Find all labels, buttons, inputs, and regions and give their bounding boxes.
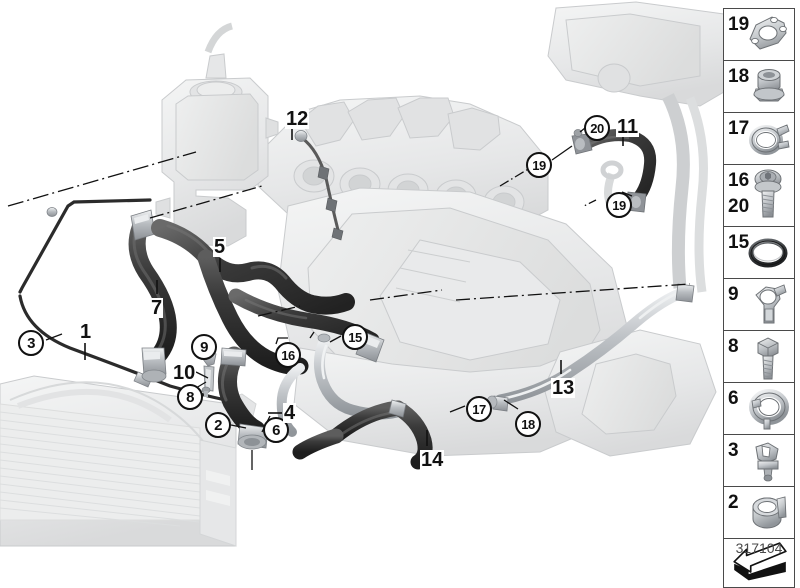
pipe-bracket-clip-icon <box>744 279 792 330</box>
callout-bubble-9[interactable]: 9 <box>191 334 217 360</box>
legend-cell-17[interactable]: 17 <box>724 113 794 165</box>
part-number-label-10: 10 <box>172 362 197 384</box>
callout-bubble-6[interactable]: 6 <box>263 417 289 443</box>
part-number-label-14: 14 <box>420 449 445 471</box>
legend-number-2: 2 <box>728 492 739 513</box>
part-7-hose-collar-top <box>130 209 156 241</box>
callout-bubble-19[interactable]: 19 <box>526 152 552 178</box>
part-number-label-7: 7 <box>150 297 164 319</box>
legend-cell-8[interactable]: 8 <box>724 331 794 383</box>
gasket-flange-icon <box>744 9 792 60</box>
part-number-label-5: 5 <box>213 236 227 258</box>
ghost-radiator <box>0 375 257 547</box>
part-13-end-fitting <box>675 283 695 303</box>
part-number-label-12: 12 <box>285 108 310 130</box>
part-number-label-13: 13 <box>551 377 576 399</box>
legend-number-20: 20 <box>728 196 750 217</box>
ghost-engine-block <box>204 1 723 457</box>
legend-cell-6[interactable]: 6 <box>724 383 794 435</box>
part-7-hose-collar-bottom <box>141 347 167 383</box>
callout-bubble-18[interactable]: 18 <box>515 411 541 437</box>
legend-number-15: 15 <box>728 232 750 253</box>
radiator-fins <box>0 411 201 527</box>
callout-bubble-8[interactable]: 8 <box>177 384 203 410</box>
leader-lines <box>7 123 691 470</box>
legend-number-17: 17 <box>728 118 750 139</box>
spring-band-clamp-icon <box>744 113 792 164</box>
legend-cell-3[interactable]: 3 <box>724 435 794 487</box>
callout-bubble-16[interactable]: 16 <box>275 342 301 368</box>
flange-nut-icon <box>744 61 792 112</box>
spring-clamp-ring-icon <box>744 487 792 538</box>
torx-flange-bolt-icon <box>744 165 792 226</box>
legend-number-19: 19 <box>728 14 750 35</box>
o-ring-icon <box>744 227 792 278</box>
callout-bubble-3[interactable]: 3 <box>18 330 44 356</box>
callout-bubble-17[interactable]: 17 <box>466 396 492 422</box>
legend-number-9: 9 <box>728 284 739 305</box>
callout-bubble-15[interactable]: 15 <box>342 324 368 350</box>
part-7-coolant-hose <box>128 219 177 365</box>
part-number-label-11: 11 <box>616 116 640 138</box>
legend-cell-18[interactable]: 18 <box>724 61 794 113</box>
part-4-hose-collar-top <box>220 347 247 367</box>
part-8-bolt <box>201 386 211 397</box>
diagram-part-number: 317104 <box>735 540 783 556</box>
cooling-system-illustration <box>0 1 723 547</box>
callout-bubble-2[interactable]: 2 <box>205 412 231 438</box>
legend-cell-9[interactable]: 9 <box>724 279 794 331</box>
legend-number-8: 8 <box>728 336 739 357</box>
ghost-expansion-tank <box>155 53 279 247</box>
callout-bubble-20[interactable]: 20 <box>584 115 610 141</box>
part-19-flange-upper <box>571 133 593 155</box>
callout-bubble-19[interactable]: 19 <box>606 192 632 218</box>
legend-number-16: 16 <box>728 170 750 191</box>
legend-cell-19[interactable]: 19 <box>724 9 794 61</box>
legend-cell-2[interactable]: 2 <box>724 487 794 539</box>
hose-clamp-icon <box>744 383 792 434</box>
legend-cell-15[interactable]: 15 <box>724 227 794 279</box>
legend-number-3: 3 <box>728 440 739 461</box>
part-17-clamp-on-14 <box>388 399 407 418</box>
part-4-hose-collar-bottom <box>237 423 269 450</box>
line-retainer-icon <box>744 435 792 486</box>
part-number-label-4: 4 <box>283 402 297 424</box>
legend-number-6: 6 <box>728 388 739 409</box>
part-number-label-1: 1 <box>79 321 93 343</box>
part-12-bleed-line <box>294 130 344 241</box>
legend-number-18: 18 <box>728 66 750 87</box>
hex-bolt-icon <box>744 331 792 382</box>
